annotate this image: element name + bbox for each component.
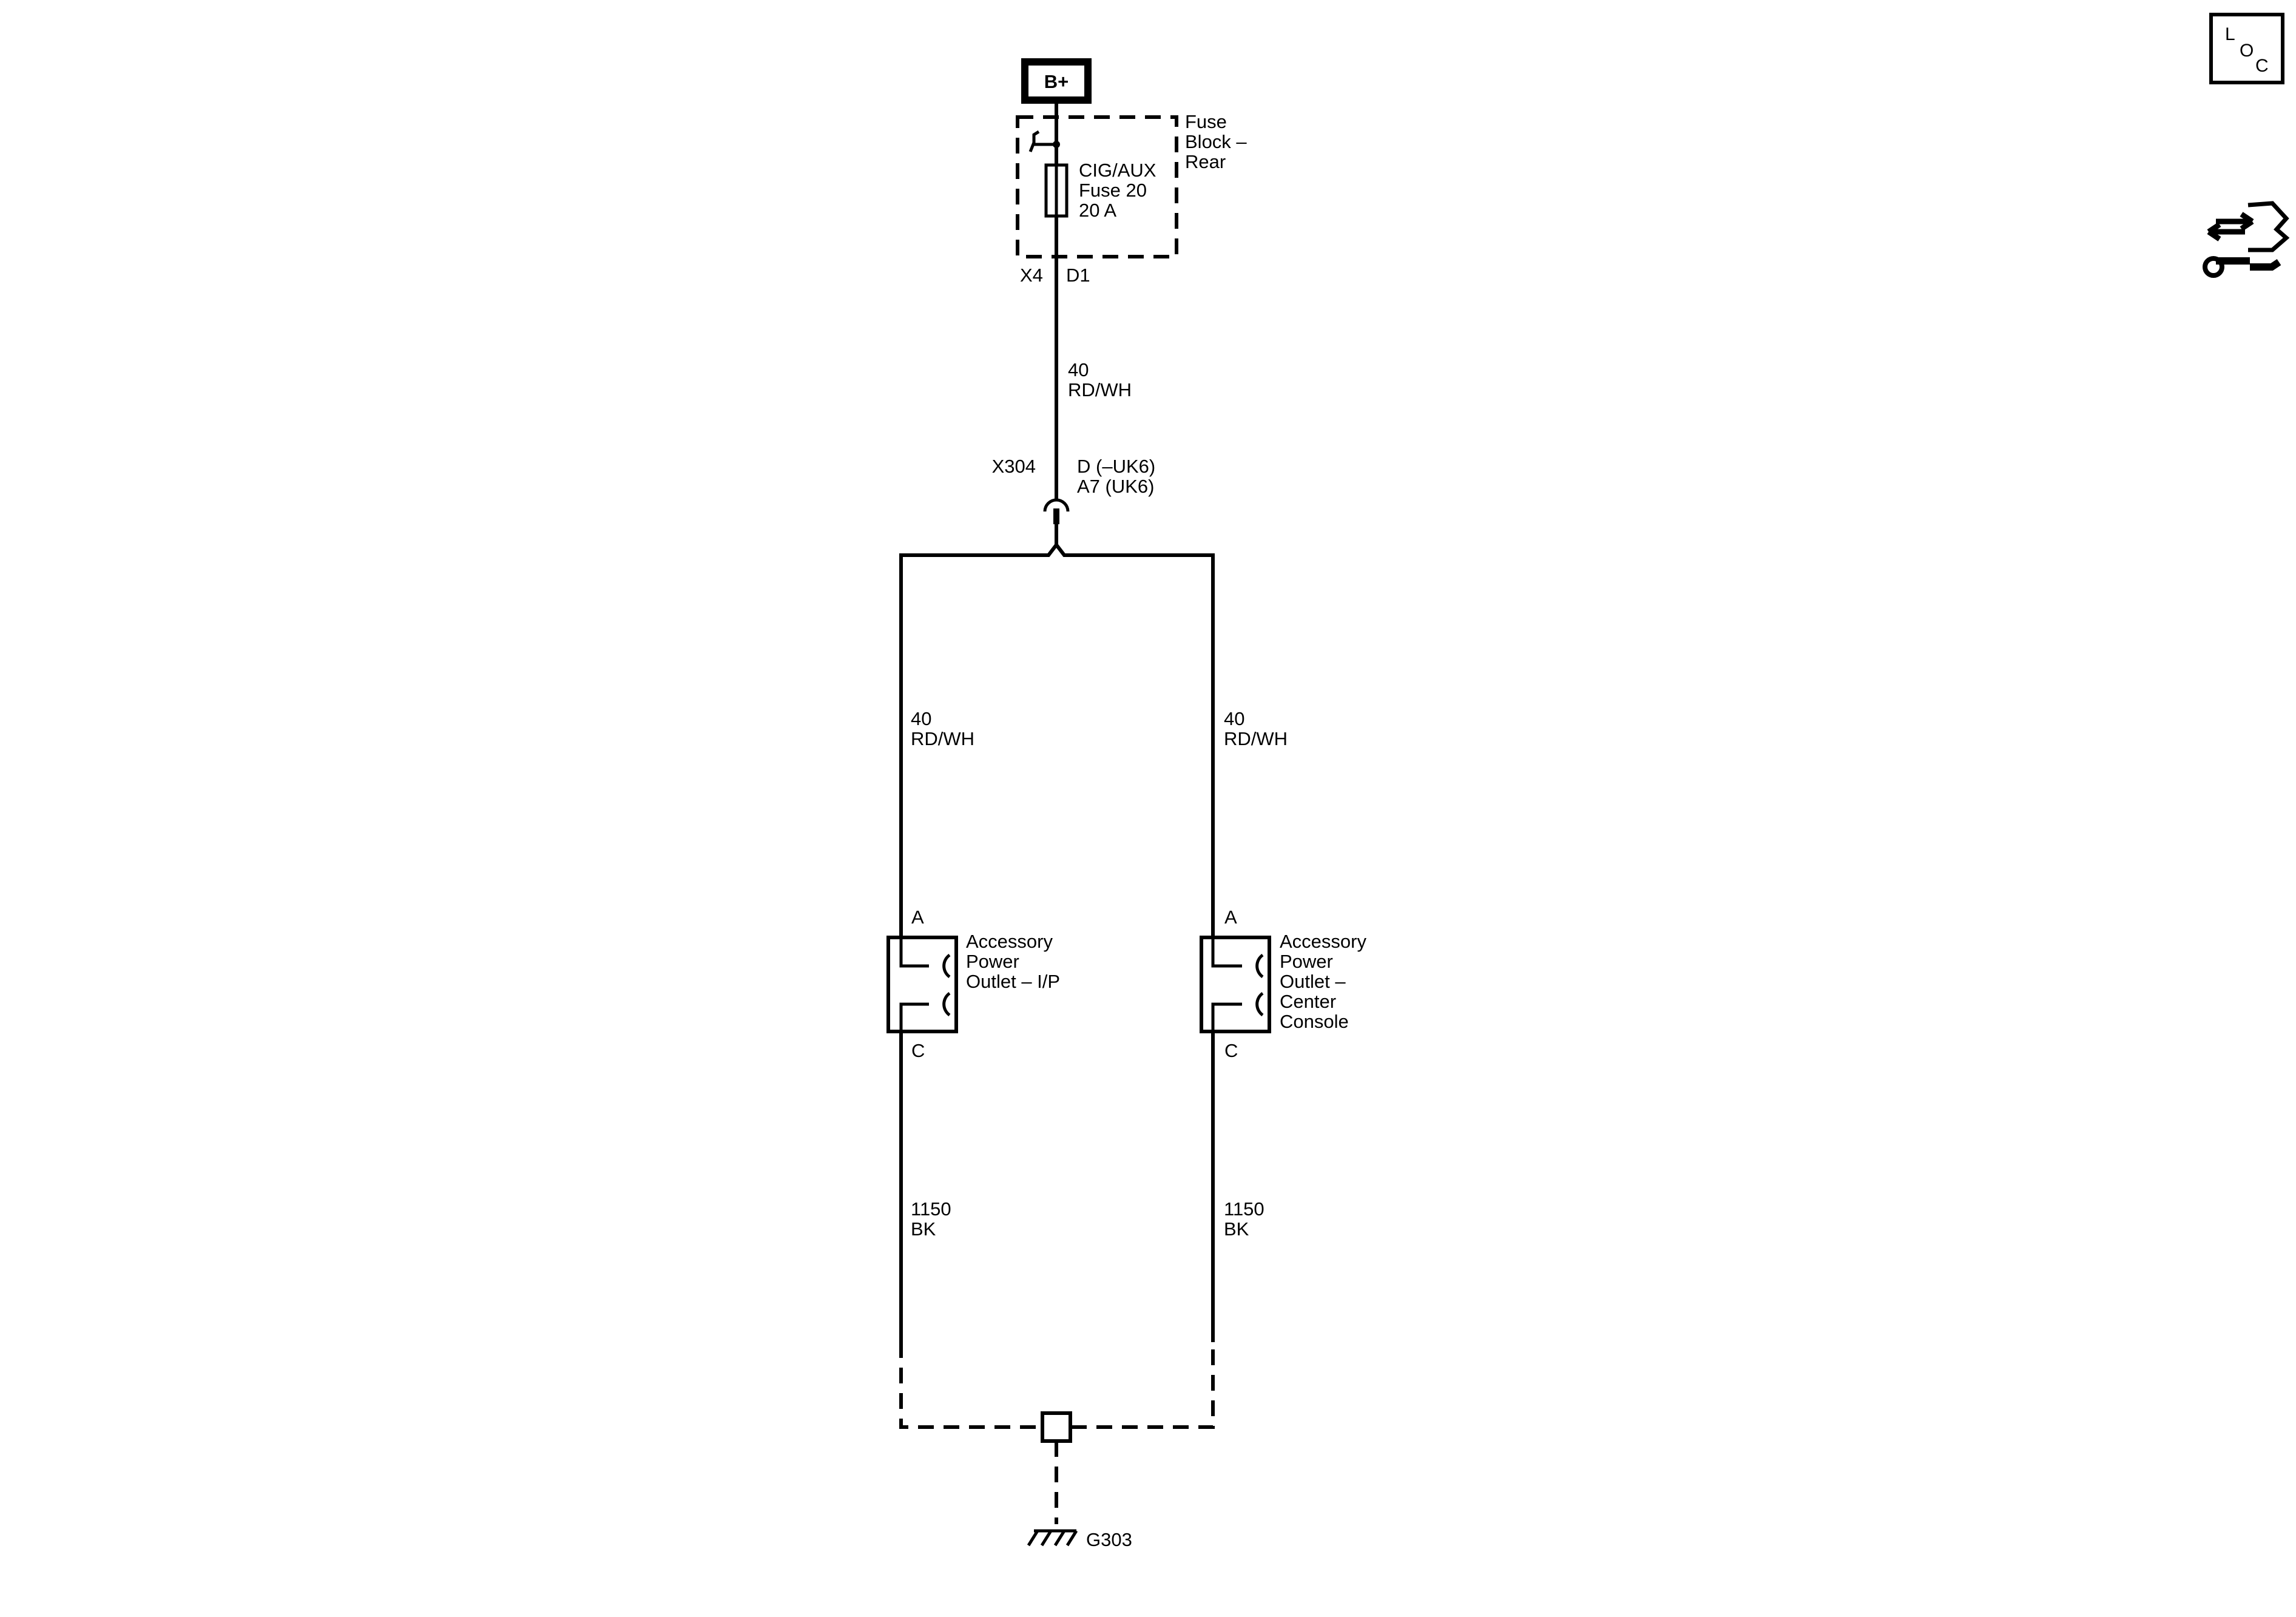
left-pin-a: A (911, 906, 924, 928)
outlet-contact-bottom-icon (1255, 991, 1264, 1017)
connector-tool-icon[interactable] (2203, 201, 2290, 278)
inline-connector-x304: X304 D (–UK6) A7 (UK6) (992, 456, 1161, 524)
right-pin-c: C (1224, 1040, 1238, 1061)
fuse-block-rear: Fuse Block – Rear CIG/AUX Fuse 20 20 A (1016, 111, 1252, 258)
wire-left-lower-label: 1150 BK (911, 1198, 956, 1240)
splice-connector: X304 (992, 456, 1036, 477)
right-device-name: Accessory Power Outlet – Center Console (1280, 931, 1372, 1032)
outlet-lead-top (899, 937, 929, 968)
outlet-lead-bottom (899, 1002, 929, 1031)
outlet-body (886, 936, 958, 1033)
fuse-block-pin: D1 (1066, 265, 1090, 286)
battery-power-terminal: B+ (1021, 58, 1092, 104)
outlet-contact-top-icon (942, 953, 951, 979)
left-device-name: Accessory Power Outlet – I/P (966, 931, 1060, 992)
wire-left-upper-label: 40 RD/WH (911, 708, 974, 749)
svg-text:L: L (2225, 24, 2235, 44)
accessory-power-outlet-center-console (1200, 936, 1271, 1033)
location-icon[interactable]: L O C (2209, 13, 2284, 84)
wire-top-label: 40 RD/WH (1068, 359, 1132, 400)
bus-bar-hook (1028, 130, 1040, 152)
left-pin-c: C (911, 1040, 925, 1061)
fuse-description: CIG/AUX Fuse 20 20 A (1079, 160, 1161, 221)
ground-splice-block (1041, 1411, 1072, 1443)
fuse-block-outline (1016, 115, 1178, 258)
outlet-lead-bottom (1211, 1002, 1242, 1031)
splice-pins: D (–UK6) A7 (UK6) (1077, 456, 1161, 497)
outlet-lead-top (1211, 937, 1242, 968)
svg-text:C: C (2255, 56, 2269, 76)
svg-text:O: O (2240, 41, 2254, 61)
fuse-block-connector: X4 (1020, 265, 1043, 286)
outlet-contact-bottom-icon (942, 991, 951, 1017)
connector-female-icon (1043, 498, 1070, 512)
right-pin-a: A (1224, 906, 1237, 928)
splice-junction (899, 542, 1215, 557)
fuse-block-name: Fuse Block – Rear (1185, 111, 1252, 172)
ground-icon (1027, 1529, 1078, 1547)
connector-male-pin (1053, 508, 1059, 524)
ground-label: G303 (1086, 1529, 1132, 1550)
power-label: B+ (1044, 71, 1069, 92)
accessory-power-outlet-ip (886, 936, 958, 1033)
outlet-contact-top-icon (1255, 953, 1264, 979)
wire-right-lower-label: 1150 BK (1224, 1198, 1269, 1240)
wire-right-upper-label: 40 RD/WH (1224, 708, 1288, 749)
